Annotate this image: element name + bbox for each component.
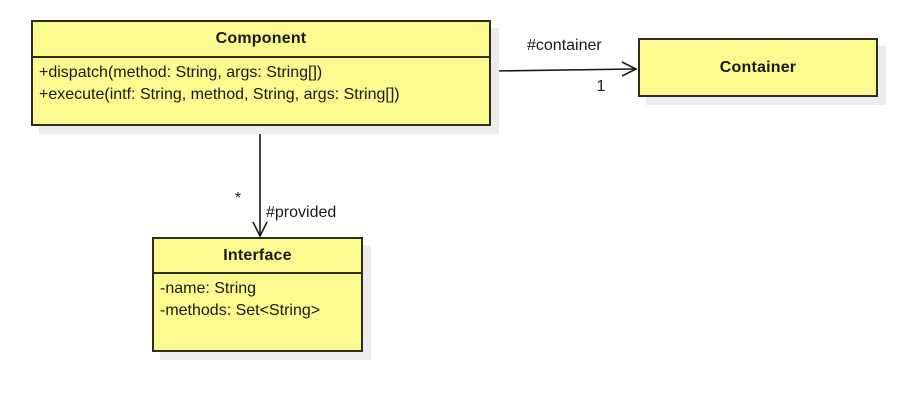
class-title: Component [215, 30, 307, 47]
association-component-container[interactable] [490, 61, 638, 77]
class-members: +dispatch(method: String, args: String[]… [33, 58, 489, 106]
member-line: +execute(intf: String, method, String, a… [39, 86, 400, 103]
member-line: +dispatch(method: String, args: String[]… [39, 64, 323, 81]
open-arrowhead-icon [621, 61, 638, 77]
association-multiplicity-label: 1 [596, 78, 606, 95]
class-box-component[interactable]: Component +dispatch(method: String, args… [31, 20, 491, 126]
class-title: Container [719, 58, 797, 76]
association-component-interface[interactable] [252, 126, 268, 238]
association-role-label: #container [527, 37, 602, 54]
class-title: Interface [223, 246, 292, 264]
class-box-interface[interactable]: Interface -name: String -methods: Set<St… [152, 237, 363, 352]
class-members: -name: String -methods: Set<String> [154, 274, 361, 322]
compartment-divider [154, 272, 361, 274]
class-box-container[interactable]: Container [638, 38, 878, 97]
member-line: -methods: Set<String> [160, 302, 321, 319]
association-multiplicity-label: * [234, 190, 242, 207]
member-line: -name: String [160, 280, 257, 297]
open-arrowhead-icon [252, 221, 268, 238]
association-line[interactable] [490, 68, 636, 72]
association-role-label: #provided [266, 204, 337, 221]
compartment-divider [33, 56, 489, 58]
